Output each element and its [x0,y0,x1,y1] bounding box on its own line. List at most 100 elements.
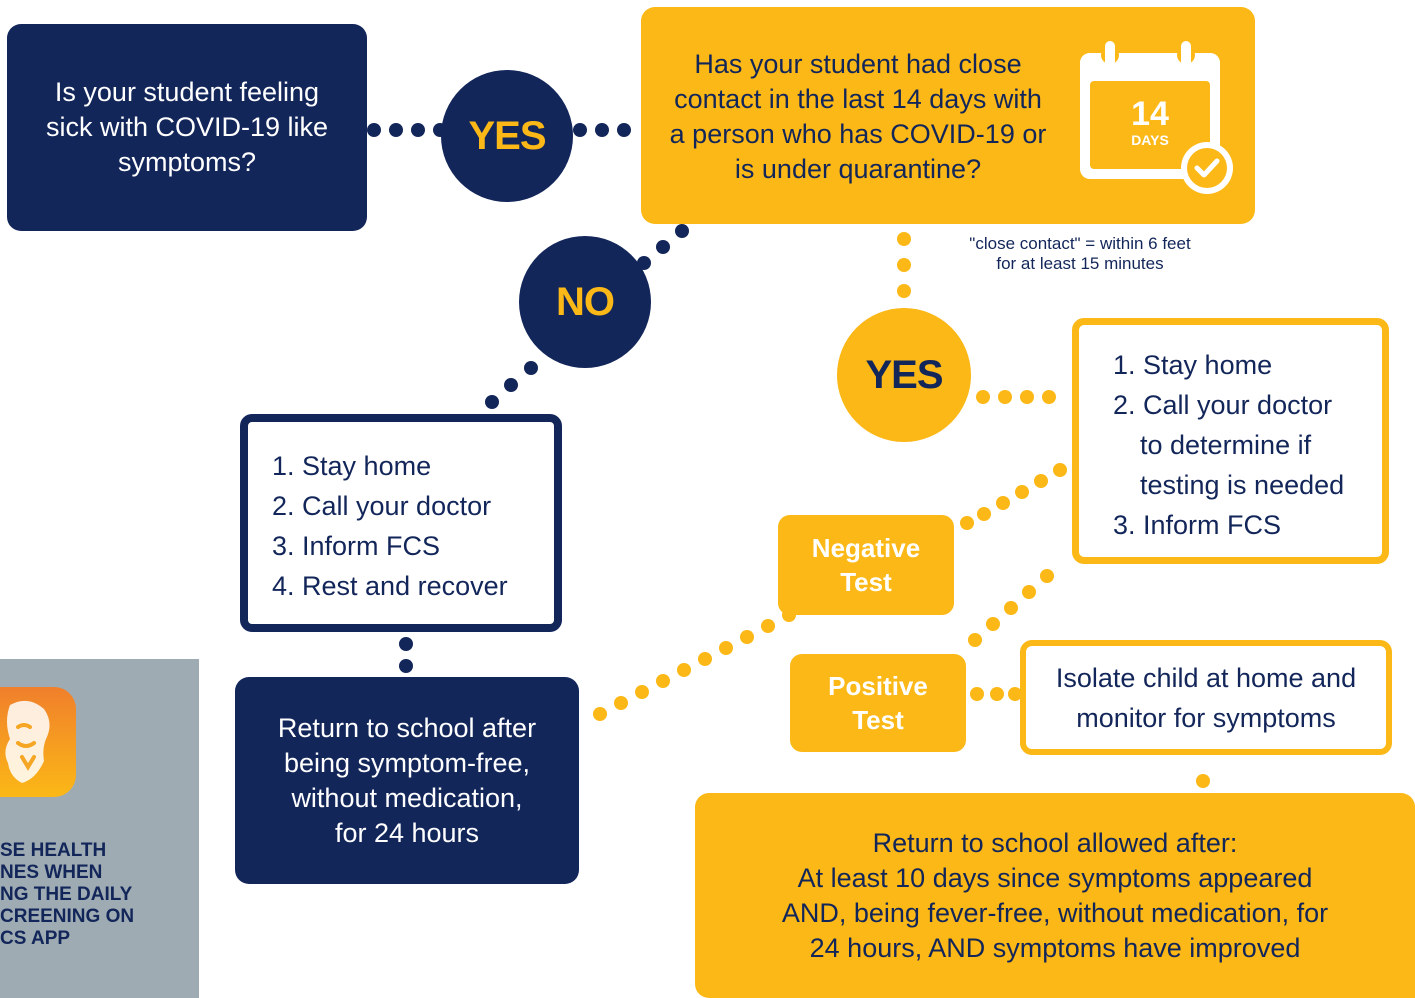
yes-label-mid: YES [865,352,943,397]
return-sick-line-2: being symptom-free, [283,747,531,778]
connector-dot [977,507,991,521]
app-reminder-panel: SE HEALTH NES WHEN NG THE DAILY CREENING… [0,659,199,998]
return-sick-box: Return to school after being symptom-fre… [235,677,579,884]
connector-dot [986,617,1000,631]
connector-dot [1196,774,1210,788]
positive-test-line-2: Test [852,705,904,735]
contact-steps-box: 1. Stay home 2. Call your doctor to dete… [1072,318,1389,564]
contact-step-2-cont-b: testing is needed [1140,470,1345,500]
isolate-line-1: Isolate child at home and [1055,662,1357,693]
return-positive-line-3: AND, being fever-free, without medicatio… [781,897,1329,928]
connector-dot [761,619,775,633]
contact-step-2-cont-a: to determine if [1140,430,1312,460]
negative-test-box: Negative Test [778,515,954,615]
calendar-unit: DAYS [1131,132,1169,148]
calendar-number: 14 [1131,95,1169,133]
question-sick-box: Is your student feeling sick with COVID-… [7,24,367,231]
connector-dot [968,633,982,647]
app-reminder-line-4: CREENING ON [0,906,135,927]
connector-dot [595,123,609,137]
app-reminder-line-2: NES WHEN [0,862,103,883]
contact-step-3: 3. Inform FCS [1113,510,1282,540]
calendar-icon: 14 DAYS [1076,41,1236,201]
connector-dot [637,256,651,270]
connector-dot [411,123,425,137]
contact-step-2: 2. Call your doctor [1113,390,1333,420]
question-contact-text: Has your student had close contact in th… [669,49,1047,184]
connector-dot [433,123,447,137]
connector-dot [960,516,974,530]
isolate-line-2: monitor for symptoms [1076,702,1336,733]
yes-circle-mid: YES [837,308,971,442]
connector-dot [1022,585,1036,599]
connector-dot [1042,390,1056,404]
return-positive-box: Return to school allowed after: At least… [695,793,1415,998]
negative-test-line-2: Test [840,567,892,597]
contact-step-1: 1. Stay home [1113,350,1273,380]
sick-steps-box: 1. Stay home 2. Call your doctor 3. Info… [240,414,562,632]
return-positive-line-4: 24 hours, AND symptoms have improved [809,932,1301,963]
sick-step-4: 4. Rest and recover [272,571,508,601]
connector-dot [656,240,670,254]
app-reminder-line-5: CS APP [0,928,71,949]
connector-dot [782,608,796,622]
connector-dot [1053,463,1067,477]
connector-dot [389,123,403,137]
app-reminder-line-3: NG THE DAILY [0,884,133,905]
return-positive-line-2: At least 10 days since symptoms appeared [797,862,1313,893]
connector-dot [485,395,499,409]
positive-test-box: Positive Test [790,654,966,752]
app-reminder-text: SE HEALTH NES WHEN NG THE DAILY CREENING… [0,840,199,950]
connector-dot [593,707,607,721]
connector-dot [367,123,381,137]
sick-step-2: 2. Call your doctor [272,491,492,521]
connector-dot [1008,687,1022,701]
no-circle: NO [519,236,651,368]
connector-dot [970,687,984,701]
connector-dot [677,663,691,677]
question-contact-box: Has your student had close contact in th… [641,7,1255,224]
negative-test-line-1: Negative [811,533,921,563]
connector-dot [1004,601,1018,615]
connector-dot [990,687,1004,701]
connector-dot [998,390,1012,404]
connector-dot [1034,474,1048,488]
connector-dot [617,123,631,137]
connector-dot [573,123,587,137]
return-positive-line-1: Return to school allowed after: [872,827,1238,858]
connector-dot [504,378,518,392]
connector-dot [656,674,670,688]
sick-step-3: 3. Inform FCS [272,531,441,561]
connector-dot [996,496,1010,510]
connector-dot [1020,390,1034,404]
connector-dot [719,641,733,655]
isolate-box: Isolate child at home and monitor for sy… [1020,640,1392,755]
question-sick-text: Is your student feeling sick with COVID-… [45,77,329,177]
connector-dot [524,361,538,375]
return-sick-line-3: without medication, [291,782,523,813]
connector-dot [635,685,649,699]
close-contact-line-2: for at least 15 minutes [996,254,1164,273]
fcs-lion-app-icon [0,687,76,797]
return-sick-line-1: Return to school after [277,712,537,743]
connector-dot [976,390,990,404]
connector-dot [698,652,712,666]
connector-dot [675,224,689,238]
connector-dot [740,630,754,644]
connector-dot [897,232,911,246]
connector-dot [1040,569,1054,583]
yes-label-top: YES [468,113,546,158]
close-contact-note: "close contact" = within 6 feet for at l… [920,234,1240,274]
close-contact-line-1: "close contact" = within 6 feet [969,234,1191,253]
return-sick-line-4: for 24 hours [334,817,480,848]
connector-dot [399,659,413,673]
connector-dot [614,696,628,710]
connector-dot [399,637,413,651]
sick-step-1: 1. Stay home [272,451,432,481]
no-label: NO [556,279,615,324]
positive-test-line-1: Positive [828,671,928,701]
connector-dot [897,284,911,298]
yes-circle-top: YES [441,70,573,202]
connector-dot [897,258,911,272]
connector-dot [1015,485,1029,499]
